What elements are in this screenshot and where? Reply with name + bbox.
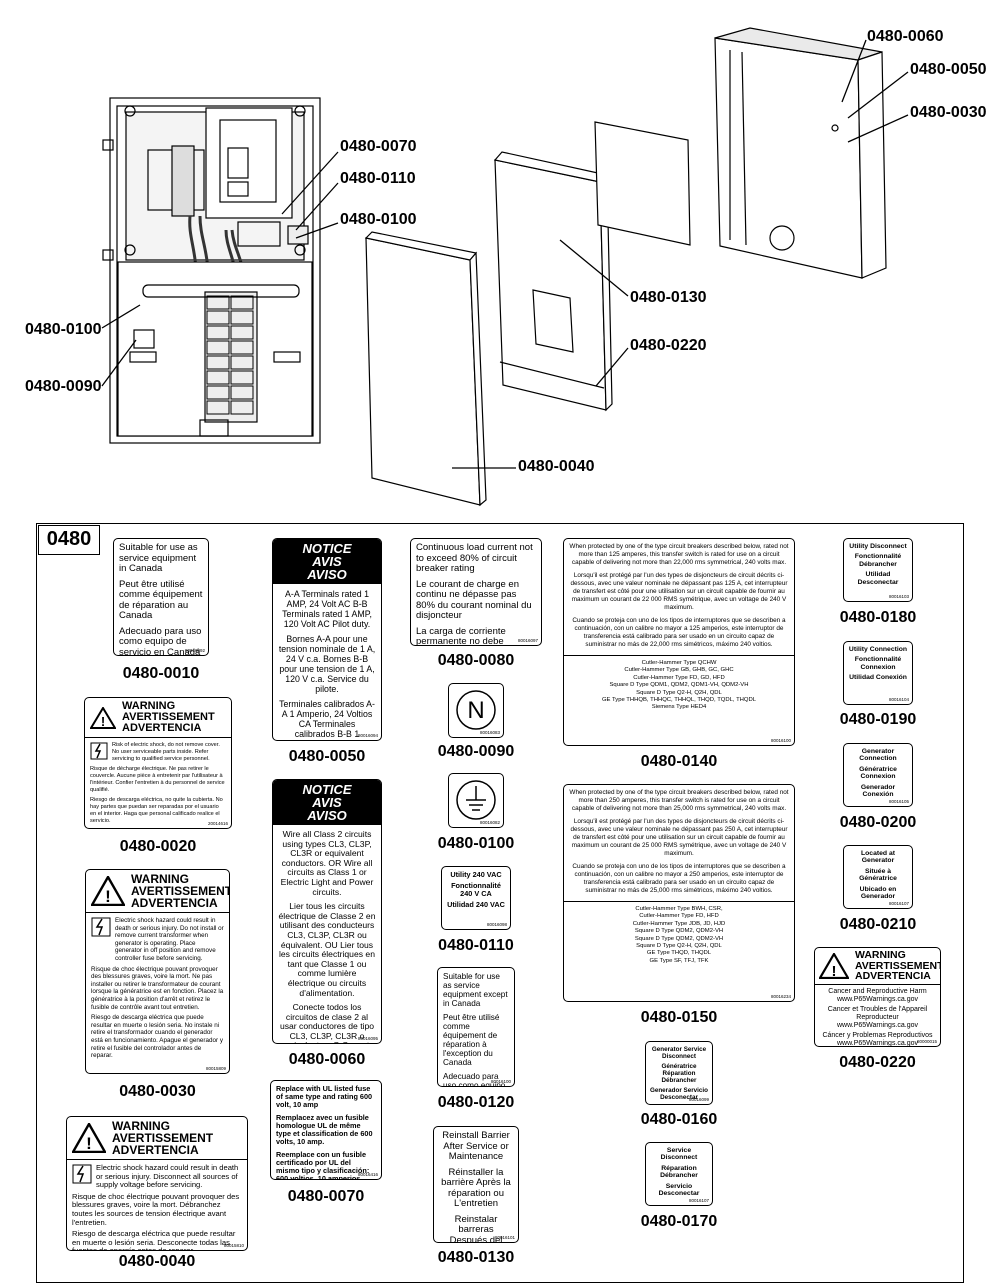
svg-text:!: !: [86, 1134, 92, 1153]
mounting-plate: [594, 121, 691, 246]
exploded-view-drawing: [102, 27, 887, 507]
callout-0480-0100-top: 0480-0100: [340, 211, 417, 228]
label-0480-0070: Replace with UL listed fuse of same type…: [270, 1080, 382, 1180]
callout-0480-0110: 0480-0110: [340, 170, 416, 187]
callout-0480-0130: 0480-0130: [630, 289, 707, 306]
neutral-symbol-icon: N: [456, 690, 496, 730]
leader-lines: [101, 39, 909, 469]
warning-triangle-icon: !: [90, 706, 116, 729]
caption-0480-0150: 0480-0150: [640, 1009, 718, 1026]
caption-0480-0130: 0480-0130: [437, 1249, 515, 1266]
label-0480-0090: N 80016083: [448, 683, 504, 738]
barrier-cover: [364, 231, 487, 507]
caption-0480-0140: 0480-0140: [640, 753, 718, 770]
svg-text:!: !: [832, 963, 837, 979]
svg-text:!: !: [101, 714, 105, 729]
dead-front-cover: [493, 151, 613, 412]
callout-0480-0220: 0480-0220: [630, 337, 707, 354]
svg-text:N: N: [467, 697, 484, 724]
svg-text:!: !: [105, 887, 111, 906]
enclosure-box: [714, 27, 887, 279]
caption-0480-0040: 0480-0040: [118, 1253, 196, 1270]
caption-0480-0020: 0480-0020: [119, 838, 197, 855]
caption-0480-0050: 0480-0050: [288, 748, 366, 765]
label-0480-0140: When protected by one of the type circui…: [563, 538, 795, 746]
caption-0480-0190: 0480-0190: [839, 711, 917, 728]
electric-shock-icon: [72, 1164, 92, 1184]
label-0480-0080: Continuous load current not to exceed 80…: [410, 538, 542, 646]
caption-0480-0180: 0480-0180: [839, 609, 917, 626]
label-0480-0130: Reinstall Barrier After Service or Maint…: [433, 1126, 519, 1243]
label-0480-0100: 80016082: [448, 773, 504, 828]
caption-0480-0160: 0480-0160: [640, 1111, 718, 1128]
label-0480-0010: Suitable for use as service equipment in…: [113, 538, 209, 656]
caption-0480-0090: 0480-0090: [437, 743, 515, 760]
caption-0480-0030: 0480-0030: [119, 1083, 196, 1100]
caption-0480-0060: 0480-0060: [288, 1051, 366, 1068]
callout-0480-0060: 0480-0060: [867, 28, 944, 45]
warning-triangle-icon: !: [819, 952, 849, 979]
callout-0480-0090: 0480-0090: [25, 378, 102, 395]
label-0480-0150: When protected by one of the type circui…: [563, 784, 795, 1002]
warning-triangle-icon: !: [91, 876, 125, 906]
label-0480-0160: Generator Service Disconnect Génératrice…: [645, 1041, 713, 1105]
label-0480-0110: Utility 240 VAC Fonctionnalité 240 V CA …: [441, 866, 511, 930]
electric-shock-icon: [90, 742, 108, 760]
label-0480-0170: Service Disconnect Réparation Débrancher…: [645, 1142, 713, 1206]
caption-0480-0100: 0480-0100: [437, 835, 515, 852]
electric-shock-icon: [91, 917, 111, 937]
callout-0480-0050: 0480-0050: [910, 61, 987, 78]
caption-0480-0220: 0480-0220: [839, 1054, 916, 1071]
callout-0480-0030: 0480-0030: [910, 104, 987, 121]
caption-0480-0120: 0480-0120: [437, 1094, 515, 1111]
callout-0480-0040: 0480-0040: [518, 458, 595, 475]
callout-0480-0070: 0480-0070: [340, 138, 417, 155]
label-0480-0210: Located at Generator Située à Génératric…: [843, 845, 913, 909]
caption-0480-0110: 0480-0110: [438, 937, 514, 954]
caption-0480-0080: 0480-0080: [437, 652, 515, 669]
ground-symbol-icon: [456, 780, 496, 820]
panel-title: 0480: [38, 525, 100, 555]
label-0480-0120: Suitable for use as service equipment ex…: [437, 967, 515, 1087]
caption-0480-0200: 0480-0200: [839, 814, 917, 831]
caption-0480-0210: 0480-0210: [839, 916, 917, 933]
callout-0480-0100-left: 0480-0100: [25, 321, 102, 338]
caption-0480-0170: 0480-0170: [640, 1213, 718, 1230]
label-0480-0190: Utility Connection Fonctionnalité Connex…: [843, 641, 913, 705]
caption-0480-0010: 0480-0010: [122, 665, 200, 682]
label-0480-0180: Utility Disconnect Fonctionnalité Débran…: [843, 538, 913, 602]
caption-0480-0070: 0480-0070: [287, 1188, 365, 1205]
warning-triangle-icon: !: [72, 1123, 106, 1153]
switch-panel-assembly: [102, 97, 321, 444]
label-0480-0200: Generator Connection Génératrice Connexi…: [843, 743, 913, 807]
